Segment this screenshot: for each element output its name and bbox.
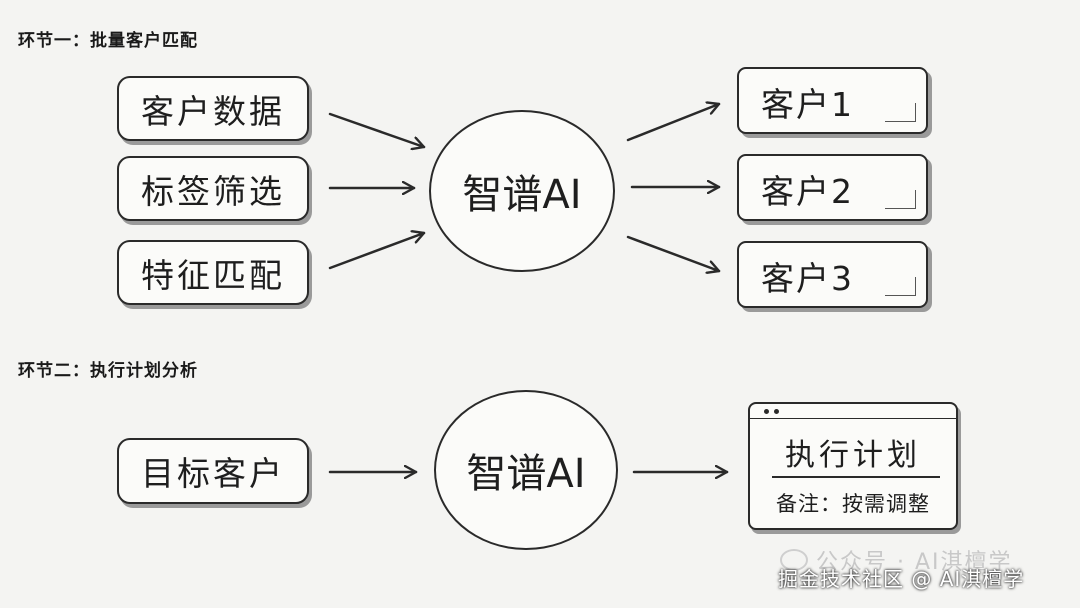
section-2-title: 环节二：执行计划分析 [18,361,198,381]
output-label-1: 客户1 [761,85,854,124]
window-dot-icon [764,409,769,414]
box-corner-mark [885,190,916,209]
input-box-target-customer: 目标客户 [117,438,309,504]
plan-divider [772,476,940,478]
box-corner-mark [885,103,916,122]
watermark-text: 公众号 · AI淇檀学 [816,550,1013,575]
card-title-bar [750,418,956,419]
arrow-output-1 [626,104,721,142]
output-box-customer-2: 客户2 [737,154,928,221]
hub-circle-1: 智谱AI [429,110,615,272]
footer-credit: 掘金技术社区 @ AI淇檀学 [778,567,1025,591]
output-box-customer-1: 客户1 [737,67,928,134]
arrow-input-3 [328,233,426,270]
plan-note: 备注：按需调整 [776,492,930,516]
arrow-input-1 [328,112,426,147]
wechat-logo-icon [780,549,808,571]
hub-circle-2: 智谱AI [434,390,618,550]
input-box-tag-filter: 标签筛选 [117,156,309,221]
arrow-output-3 [626,235,721,271]
plan-title: 执行计划 [785,438,921,473]
output-label-2: 客户2 [761,172,854,211]
execution-plan-card: 执行计划 备注：按需调整 [748,402,958,530]
output-label-3: 客户3 [761,259,854,298]
watermark: 公众号 · AI淇檀学 [780,544,1013,576]
section-1-title: 环节一：批量客户匹配 [18,31,198,51]
input-box-customer-data: 客户数据 [117,76,309,141]
input-box-feature-match: 特征匹配 [117,240,309,305]
window-dot-icon [774,409,779,414]
output-box-customer-3: 客户3 [737,241,928,308]
box-corner-mark [885,277,916,296]
